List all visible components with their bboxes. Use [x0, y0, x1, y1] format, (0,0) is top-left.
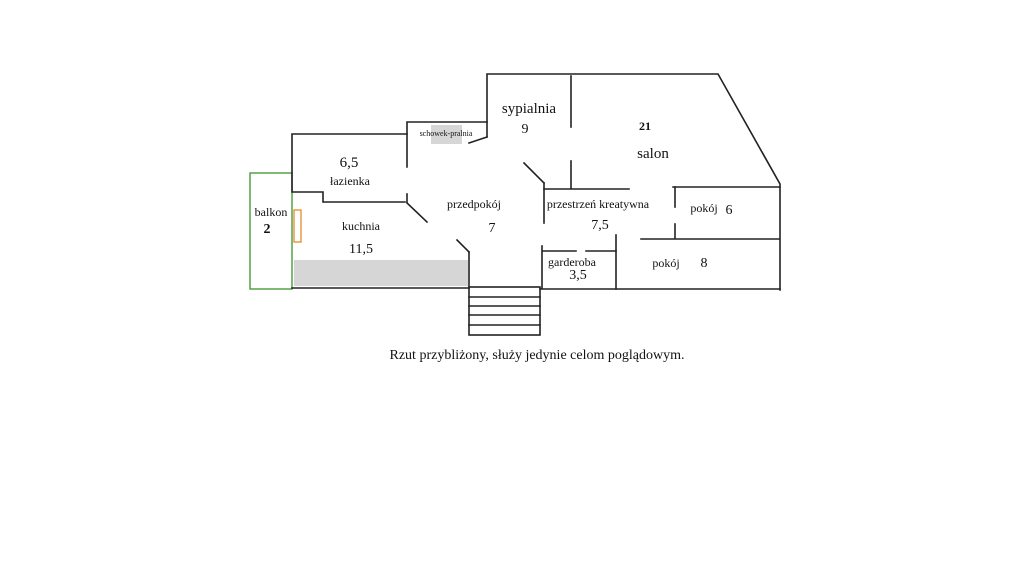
room-name-balkon: balkon [255, 205, 288, 219]
room-area-przedpokoj: 7 [489, 221, 496, 236]
room-area-pokoj6: 6 [726, 203, 733, 218]
room-name-schowek: schowek-pralnia [420, 129, 473, 138]
stairs [468, 286, 541, 336]
room-name-salon: salon [637, 146, 669, 162]
room-area-salon: 21 [639, 119, 651, 133]
room-area-lazienka: 6,5 [340, 155, 359, 171]
room-area-pokoj8: 8 [701, 256, 708, 271]
room-area-kuchnia: 11,5 [349, 242, 373, 257]
room-area-przestrzen: 7,5 [591, 218, 609, 233]
balcony-outline [249, 172, 293, 290]
room-name-kuchnia: kuchnia [342, 219, 381, 233]
room-name-sypialnia: sypialnia [502, 101, 556, 117]
kitchen-counter [294, 260, 468, 286]
room-area-sypialnia: 9 [522, 122, 529, 137]
room-name-garderoba: garderoba [548, 255, 597, 269]
radiator-fixture [293, 209, 302, 243]
room-name-przestrzen: przestrzeń kreatywna [547, 197, 650, 211]
room-area-balkon: 2 [264, 222, 271, 237]
caption: Rzut przybliżony, służy jedynie celom po… [390, 348, 685, 363]
room-area-garderoba: 3,5 [569, 268, 587, 283]
walls [291, 73, 781, 291]
room-name-lazienka: łazienka [330, 174, 371, 188]
room-name-pokoj6: pokój [690, 201, 717, 215]
laundry-fixture [431, 125, 462, 144]
room-name-przedpokoj: przedpokój [447, 197, 501, 211]
room-name-pokoj8: pokój [652, 256, 679, 270]
